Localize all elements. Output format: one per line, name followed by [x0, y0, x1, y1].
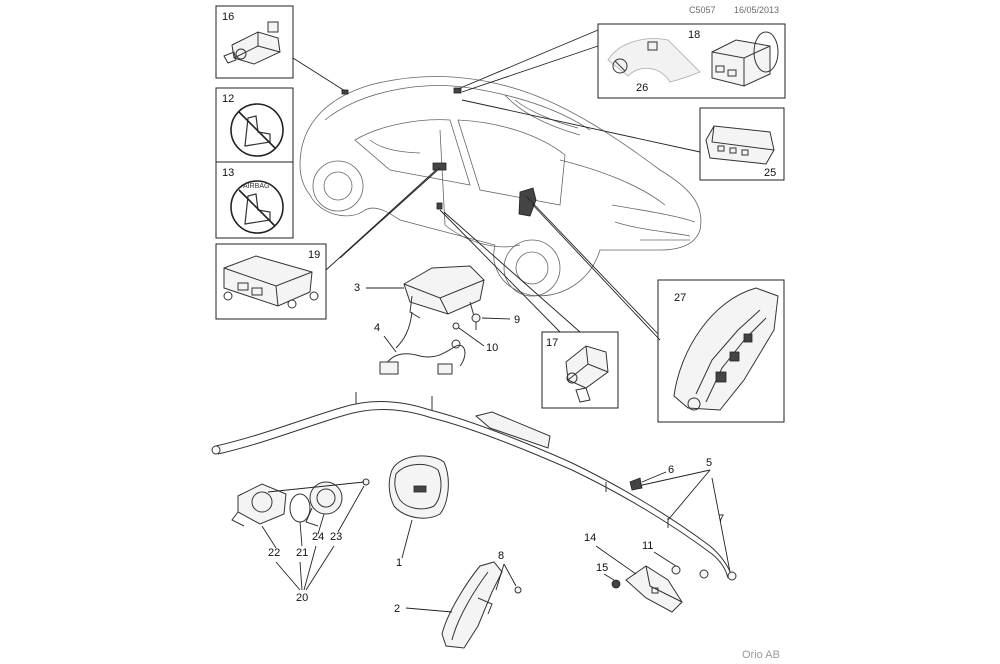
curtain-airbag-part: [211, 392, 733, 579]
detail-box-13: [215, 161, 294, 239]
rear-light-marker: [518, 187, 537, 217]
callout-8: 8: [498, 550, 504, 562]
footer-brand: Orio AB: [742, 649, 780, 661]
callout-19: 19: [308, 249, 320, 261]
callout-9: 9: [514, 314, 520, 326]
leader-2: [405, 607, 453, 613]
callout-26: 26: [636, 82, 648, 94]
crossed-circle-icon: [612, 58, 628, 74]
leader-20a: [275, 561, 301, 591]
pressure-sensor-part: [565, 345, 609, 403]
leader-7: [711, 477, 731, 573]
bracket-14: [625, 565, 683, 613]
leader-21: [299, 521, 303, 547]
connector-part: [705, 125, 775, 165]
callout-11: 11: [642, 540, 653, 552]
leader-23: [337, 485, 365, 533]
callout-10: 10: [486, 342, 498, 354]
callout-6: 6: [668, 464, 674, 476]
leader-5b: [637, 469, 711, 487]
leader-8b: [495, 563, 505, 591]
diagram-date: 16/05/2013: [734, 5, 779, 15]
nut-10: [452, 322, 460, 330]
ring-21: [289, 493, 311, 523]
leader-20d: [305, 545, 335, 591]
leader-18: [457, 29, 599, 90]
indicator-icon: [647, 41, 658, 51]
leader-24: [317, 513, 325, 535]
callout-20: 20: [296, 592, 308, 604]
leader-10: [458, 327, 485, 347]
callout-21: 21: [296, 547, 308, 559]
indicator-panel-part: [607, 38, 701, 83]
clock-spring-22: [231, 483, 287, 527]
leader-8: [503, 563, 517, 587]
leader-17: [439, 209, 561, 333]
callout-25: 25: [764, 167, 776, 179]
wiring-harness-part: [379, 311, 466, 375]
switch-part: [711, 31, 779, 87]
seat-no-airbag-icon: [230, 103, 284, 157]
callout-16: 16: [222, 11, 234, 23]
roof-marker-center: [453, 87, 462, 94]
leader-27: [525, 195, 659, 335]
leader-27b: [531, 203, 661, 341]
bolt-8: [514, 586, 522, 594]
callout-3: 3: [354, 282, 360, 294]
callout-17: 17: [546, 337, 558, 349]
leader-25: [461, 99, 701, 153]
leader-23b: [267, 481, 365, 493]
control-module-part: [223, 255, 319, 309]
steering-module-24: [305, 481, 343, 527]
bolt-7: [727, 571, 737, 581]
clip-15: [611, 579, 621, 589]
callout-5: 5: [706, 457, 712, 469]
leader-19b: [339, 167, 441, 259]
knee-airbag-part: [441, 561, 503, 649]
leader-11: [653, 551, 677, 567]
bolt-11: [671, 565, 709, 579]
tail-light-part: [673, 287, 779, 411]
diagram-code: C5057: [689, 5, 716, 15]
leader-14: [595, 545, 637, 575]
leader-6: [641, 471, 667, 483]
leader-4: [383, 335, 397, 353]
callout-14: 14: [584, 532, 596, 544]
leader-16: [292, 57, 346, 92]
seat-airbag-warning-icon: AIRBAG: [230, 180, 284, 234]
callout-22: 22: [268, 547, 280, 559]
leader-20b: [299, 561, 303, 591]
callout-24: 24: [312, 531, 324, 543]
leader-20c: [303, 545, 317, 591]
airbag-text: AIRBAG: [243, 183, 269, 190]
leader-9: [481, 317, 511, 320]
leader-18b: [461, 45, 599, 93]
clip-6: [629, 477, 643, 491]
leader-15: [603, 573, 615, 581]
leader-17b: [443, 211, 581, 333]
callout-7: 7: [718, 513, 724, 525]
callout-4: 4: [374, 322, 380, 334]
car-illustration: [299, 76, 702, 297]
callout-15: 15: [596, 562, 608, 574]
door-marker: [436, 202, 443, 210]
side-sensor-front: [432, 162, 447, 171]
callout-13: 13: [222, 167, 234, 179]
leader-1: [401, 519, 413, 559]
driver-airbag-part: [388, 455, 449, 519]
callout-2: 2: [394, 603, 400, 615]
leader-19: [325, 169, 437, 271]
callout-18: 18: [688, 29, 700, 41]
roof-marker-left: [341, 89, 349, 95]
impact-sensor-part: [223, 21, 281, 65]
passenger-airbag-part: [403, 265, 485, 319]
callout-27: 27: [674, 292, 686, 304]
callout-12: 12: [222, 93, 234, 105]
leader-22: [261, 525, 277, 549]
callout-23: 23: [330, 531, 342, 543]
bolt-9: [471, 313, 481, 330]
callout-1: 1: [396, 557, 402, 569]
leader-5a: [667, 469, 711, 521]
